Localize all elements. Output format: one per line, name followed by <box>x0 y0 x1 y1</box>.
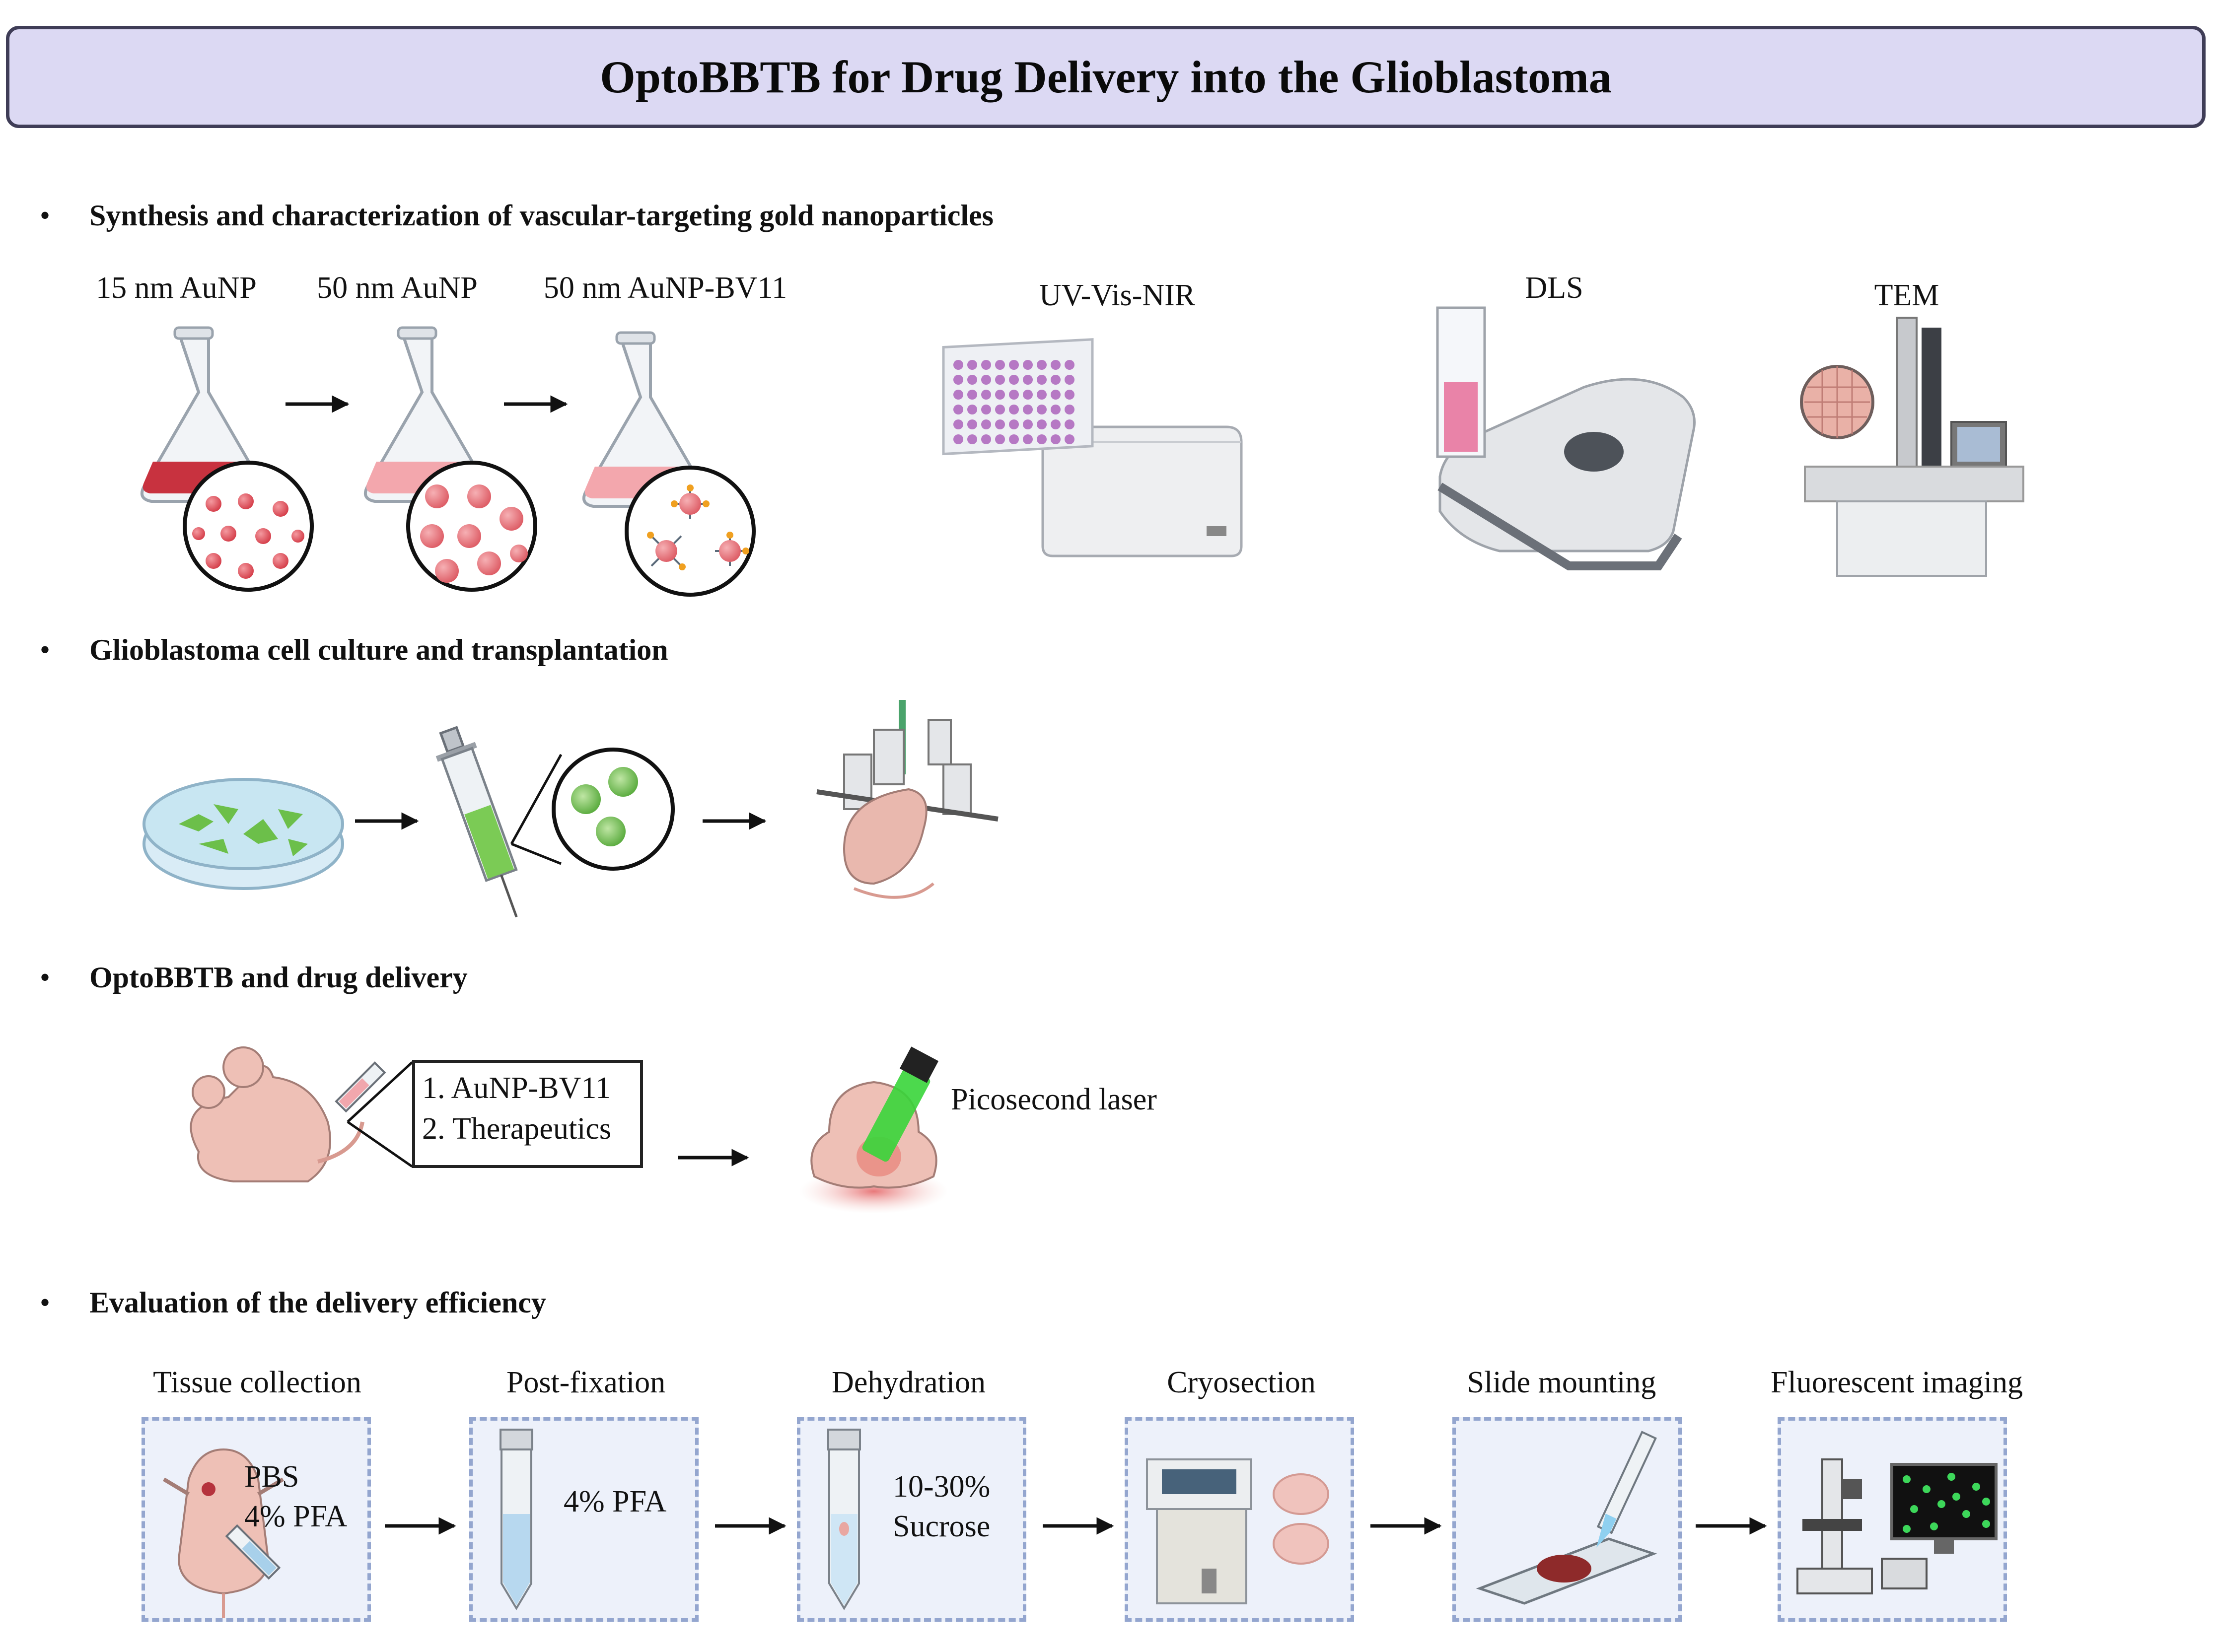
flask-label-50nm: 50 nm AuNP <box>317 271 478 305</box>
step-label-tissue-collection: Tissue collection <box>153 1366 361 1399</box>
note-pfa: 4% PFA <box>244 1500 348 1533</box>
arrow-step-1-2 <box>385 1517 456 1535</box>
arrow-step-5-6 <box>1696 1517 1767 1535</box>
arrow-flask-1-2 <box>286 395 350 413</box>
section-heading-text: Evaluation of the delivery efficiency <box>89 1286 546 1319</box>
instrument-label-uvvis: UV-Vis-NIR <box>1039 278 1196 312</box>
slide-mounting-icon <box>1476 1431 1657 1605</box>
instrument-label-tem: TEM <box>1874 278 1939 312</box>
flask-bv11-icon <box>582 331 756 597</box>
step-label-post-fixation: Post-fixation <box>506 1366 666 1399</box>
step-label-dehydration: Dehydration <box>832 1366 986 1399</box>
sucrose-tube-icon <box>827 1429 861 1610</box>
laser-label: Picosecond laser <box>951 1083 1157 1116</box>
fluorescence-microscope-icon <box>1796 1458 1998 1594</box>
petri-dish-icon <box>143 778 344 890</box>
bullet-dot: • <box>40 961 51 994</box>
mouse-injection-icon <box>190 1046 386 1182</box>
section-heading-text: Glioblastoma cell culture and transplant… <box>89 633 668 666</box>
section-heading-text: Synthesis and characterization of vascul… <box>89 199 994 232</box>
arrow-step-3-4 <box>1043 1517 1114 1535</box>
section-heading-culture: • Glioblastoma cell culture and transplan… <box>40 633 668 667</box>
flask-label-15nm: 15 nm AuNP <box>96 271 257 305</box>
step-label-fluorescent-imaging: Fluorescent imaging <box>1771 1366 2023 1399</box>
uv-vis-spectrometer-icon <box>942 338 1243 557</box>
bullet-dot: • <box>40 199 51 232</box>
flask-15nm-icon <box>141 326 314 592</box>
arrow-syringe-stereotaxic <box>703 812 767 830</box>
cryostat-icon <box>1146 1458 1329 1604</box>
bullet-dot: • <box>40 633 51 666</box>
section-heading-evaluation: • Evaluation of the delivery efficiency <box>40 1286 546 1320</box>
note-sucrose-range: 10-30% <box>893 1470 991 1504</box>
falcon-tube-icon <box>500 1429 533 1610</box>
flask-label-bv11: 50 nm AuNP-BV11 <box>543 271 787 305</box>
flask-50nm-icon <box>364 326 537 592</box>
instrument-label-dls: DLS <box>1525 271 1583 305</box>
section-heading-delivery: • OptoBBTB and drug delivery <box>40 961 468 995</box>
bullet-dot: • <box>40 1286 51 1319</box>
step-label-slide-mounting: Slide mounting <box>1467 1366 1656 1399</box>
dls-instrument-icon <box>1436 306 1696 570</box>
title-banner: OptoBBTB for Drug Delivery into the Glio… <box>6 26 2206 128</box>
callout-lines <box>347 1061 413 1168</box>
section-heading-synthesis: • Synthesis and characterization of vascu… <box>40 199 994 233</box>
step-label-cryosection: Cryosection <box>1167 1366 1316 1399</box>
note-pbs: PBS <box>244 1460 299 1494</box>
arrow-step-2-3 <box>715 1517 787 1535</box>
section-heading-text: OptoBBTB and drug delivery <box>89 961 468 994</box>
arrow-dish-syringe <box>355 812 419 830</box>
tem-microscope-icon <box>1800 317 2024 577</box>
cell-syringe-icon <box>435 726 675 918</box>
perfused-mouse-icon <box>162 1448 285 1618</box>
arrow-flask-2-3 <box>504 395 568 413</box>
arrow-step-4-5 <box>1370 1517 1442 1535</box>
injection-item-2: 2. Therapeutics <box>422 1112 612 1146</box>
note-sucrose: Sucrose <box>893 1510 991 1543</box>
arrow-injection-laser <box>678 1149 749 1167</box>
note-pfa-fixation: 4% PFA <box>564 1485 667 1518</box>
injection-box: 1. AuNP-BV11 2. Therapeutics <box>412 1060 643 1168</box>
injection-item-1: 1. AuNP-BV11 <box>422 1071 611 1105</box>
stereotaxic-mouse-icon <box>816 700 999 899</box>
page-title: OptoBBTB for Drug Delivery into the Glio… <box>600 52 1612 102</box>
laser-mouse-icon <box>799 1046 948 1214</box>
